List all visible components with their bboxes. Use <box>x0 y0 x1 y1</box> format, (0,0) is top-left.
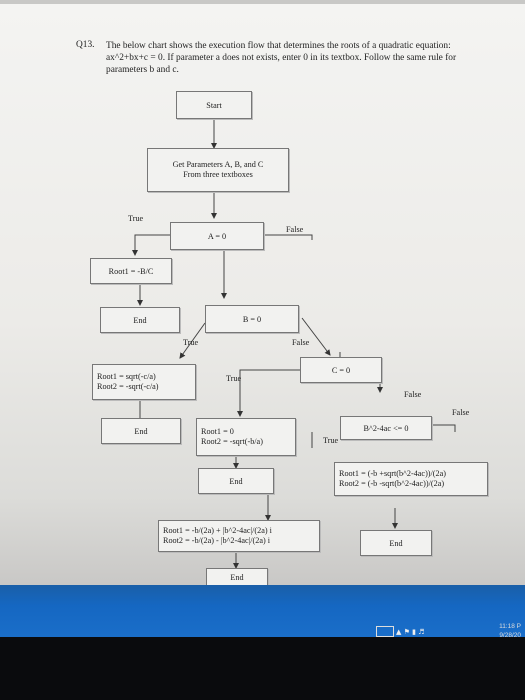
root-real-line1: Root1 = (-b +sqrt(b^2-4ac))/(2a) <box>339 469 446 478</box>
c-true-label: True <box>226 374 242 383</box>
decision-discriminant-box: B^2-4ac <= 0 <box>340 416 432 440</box>
end-box-1: End <box>100 307 180 333</box>
end-box-3: End <box>198 468 274 494</box>
end-box-5: End <box>206 568 268 586</box>
root-ba-line1: Root1 = 0 <box>201 427 234 436</box>
root-complex-box: Root1 = -b/(2a) + |b^2-4ac|/(2a) i Root2… <box>158 520 320 552</box>
decision-b-box: B = 0 <box>205 305 299 333</box>
question-text: The below chart shows the execution flow… <box>106 41 457 75</box>
root-real-line2: Root2 = (-b -sqrt(b^2-4ac))/(2a) <box>339 479 445 488</box>
page-top-edge <box>0 0 525 4</box>
taskbar-clock[interactable]: 11:18 P 9/28/20 <box>499 622 521 640</box>
flowchart-connectors <box>132 118 456 569</box>
network-icon[interactable]: ▮ <box>412 628 416 636</box>
system-tray: ▲ ⚑ ▮ ♬ <box>396 628 425 636</box>
b-true-label: True <box>183 338 199 347</box>
keyboard-icon[interactable] <box>376 626 394 637</box>
decision-a-box: A = 0 <box>170 222 264 250</box>
root-ba-line2: Root2 = -sqrt(-b/a) <box>201 437 263 446</box>
end-box-4: End <box>360 530 432 556</box>
question-number: Q13. <box>76 40 95 50</box>
a-true-label: True <box>128 214 144 223</box>
disc-false-label: False <box>452 408 470 417</box>
root-bc-box: Root1 = -B/C <box>90 258 172 284</box>
get-parameters-line1: Get Parameters A, B, and C <box>172 160 264 169</box>
root-complex-line1: Root1 = -b/(2a) + |b^2-4ac|/(2a) i <box>163 526 272 535</box>
monitor-bezel <box>0 637 525 700</box>
root-ca-box: Root1 = sqrt(-c/a) Root2 = -sqrt(-c/a) <box>92 364 196 400</box>
end-box-2: End <box>101 418 181 444</box>
clock-date: 9/28/20 <box>499 632 521 639</box>
root-ca-line1: Root1 = sqrt(-c/a) <box>97 372 156 381</box>
chevron-up-icon[interactable]: ▲ <box>396 628 402 636</box>
root-ca-line2: Root2 = -sqrt(-c/a) <box>97 382 159 391</box>
get-parameters-box: Get Parameters A, B, and C From three te… <box>147 148 289 192</box>
flag-icon[interactable]: ⚑ <box>403 628 410 636</box>
root-real-box: Root1 = (-b +sqrt(b^2-4ac))/(2a) Root2 =… <box>334 462 488 496</box>
disc-true-label: True <box>323 436 339 445</box>
clock-time: 11:18 P <box>499 623 521 630</box>
decision-c-box: C = 0 <box>300 357 382 383</box>
root-complex-line2: Root2 = -b/(2a) - |b^2-4ac|/(2a) i <box>163 536 270 545</box>
a-false-label: False <box>286 225 304 234</box>
root-ba-box: Root1 = 0 Root2 = -sqrt(-b/a) <box>196 418 296 456</box>
c-false-label: False <box>404 390 422 399</box>
taskbar <box>0 585 525 637</box>
b-false-label: False <box>292 338 310 347</box>
get-parameters-line2: From three textboxes <box>183 170 253 179</box>
start-box: Start <box>176 91 252 119</box>
volume-icon[interactable]: ♬ <box>418 628 425 636</box>
